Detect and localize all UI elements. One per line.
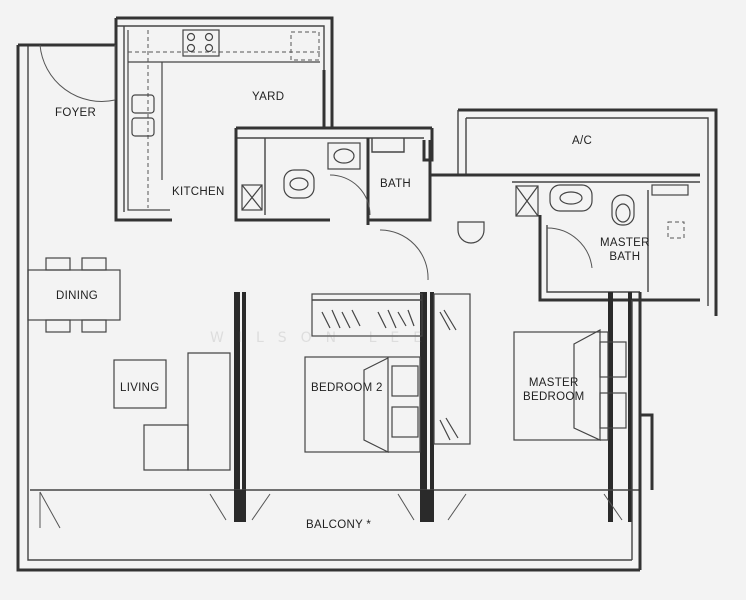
bedroom2-furniture: [304, 293, 471, 453]
room-label-balcony: BALCONY *: [306, 519, 372, 531]
room-label-master-bedroom-line1: MASTER: [528, 377, 579, 389]
room-label-bedroom2: BEDROOM 2: [311, 382, 383, 394]
room-label-master-bath-line2: BATH: [609, 251, 641, 263]
ac-ledge: [457, 108, 718, 316]
room-label-dining: DINING: [56, 290, 99, 302]
room-label-kitchen: KITCHEN: [172, 186, 225, 198]
room-label-foyer: FOYER: [55, 107, 97, 119]
room-label-master-bath: MASTER BATH: [600, 236, 650, 264]
living-furniture: [113, 352, 231, 471]
bath-block: [234, 126, 434, 225]
master-bath: [430, 173, 700, 302]
dining-table: [27, 257, 121, 333]
room-label-master-bedroom: MASTER BEDROOM: [523, 376, 585, 404]
kitchen-counter: [127, 29, 320, 211]
corridor-details: [379, 221, 485, 281]
room-label-yard: YARD: [252, 91, 285, 103]
master-bedroom-furniture: [513, 328, 627, 441]
watermark: WILSON LEE: [210, 330, 437, 346]
foyer-door: [39, 44, 116, 102]
room-label-ac: A/C: [572, 135, 593, 147]
room-label-bath: BATH: [380, 178, 412, 190]
room-label-master-bath-line1: MASTER: [600, 237, 650, 249]
room-label-master-bedroom-line2: BEDROOM: [523, 391, 585, 403]
outer-walls: [16, 16, 640, 572]
right-walls: [631, 292, 654, 570]
room-label-living: LIVING: [120, 382, 160, 394]
balcony-doors: [30, 489, 640, 529]
interior-walls: [234, 292, 632, 522]
